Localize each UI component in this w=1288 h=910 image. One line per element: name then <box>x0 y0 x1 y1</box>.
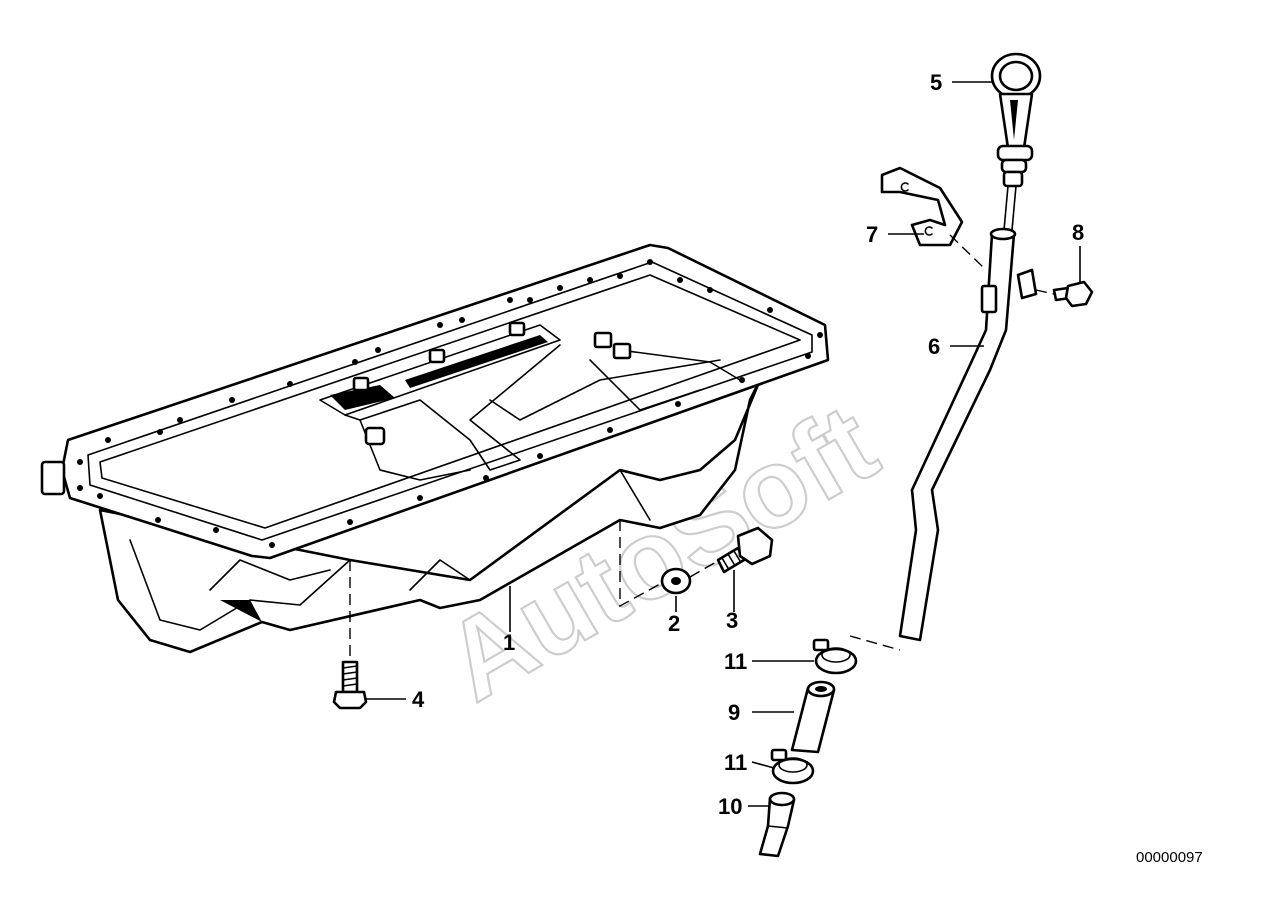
callout-9: 9 <box>728 700 740 725</box>
callout-1: 1 <box>503 630 515 655</box>
drain-plug-3 <box>716 526 774 574</box>
flange-holes <box>77 259 823 548</box>
leader-11b <box>751 761 775 769</box>
callout-2: 2 <box>668 611 680 636</box>
callout-10: 10 <box>718 794 742 819</box>
dipstick-handle-5 <box>990 52 1042 231</box>
callout-4: 4 <box>412 687 425 712</box>
callout-7: 7 <box>866 222 878 247</box>
callout-8: 8 <box>1072 220 1084 245</box>
bracket-7 <box>880 166 964 247</box>
callout-5: 5 <box>930 70 942 95</box>
hose-clamp-11-lower <box>770 748 815 785</box>
oil-pan <box>40 243 830 654</box>
callout-11-upper: 11 <box>724 649 747 674</box>
dipstick-tube-6 <box>898 227 1017 642</box>
pipe-10 <box>758 791 796 858</box>
callout-11-lower: 11 <box>724 750 747 775</box>
document-number: 00000097 <box>1136 849 1203 866</box>
bolt-4 <box>332 560 368 710</box>
hose-9 <box>790 680 836 754</box>
callout-3: 3 <box>726 608 738 633</box>
bolt-8 <box>1016 268 1094 308</box>
washer-2 <box>660 567 692 595</box>
hose-clamp-11-upper <box>812 638 858 675</box>
callout-6: 6 <box>928 334 940 359</box>
